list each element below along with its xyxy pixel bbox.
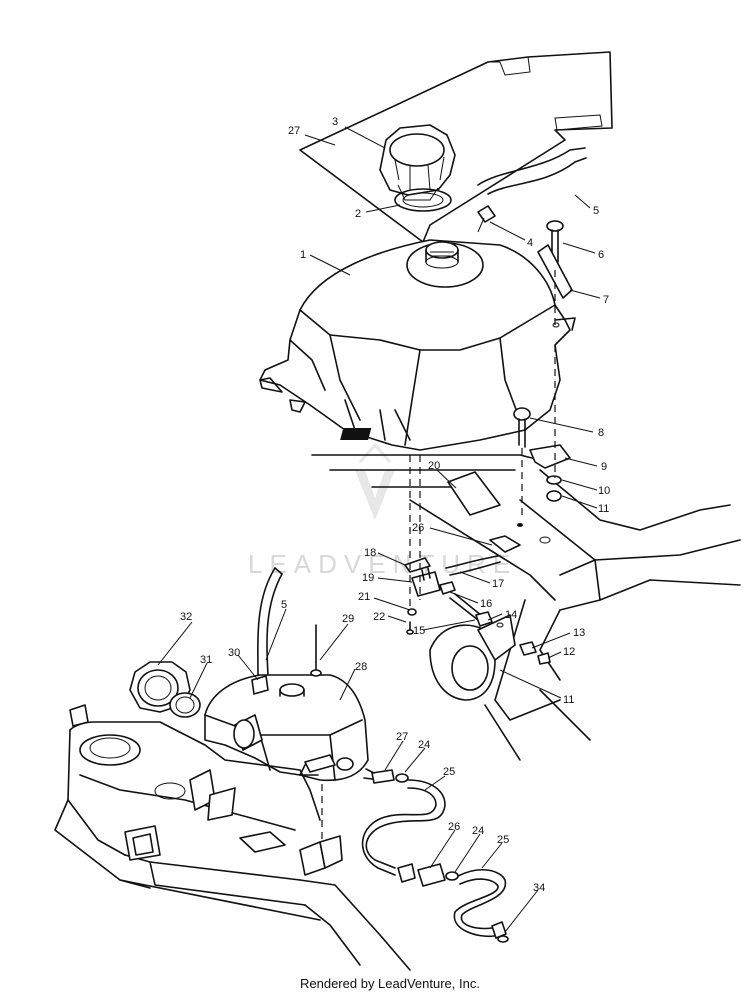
bolt-8 [513, 407, 531, 448]
callout-23: 22 [373, 611, 385, 623]
callout-7: 7 [603, 294, 609, 306]
vent-fitting [477, 205, 496, 223]
heat-shield-12 [429, 614, 516, 701]
clip-26-upper [489, 535, 521, 553]
fuel-valve-assembly [404, 555, 501, 635]
callout-12: 11 [563, 694, 574, 706]
callout-19: 18 [364, 547, 376, 559]
seat-plate [299, 51, 613, 243]
lower-crossmember [54, 704, 411, 971]
callout-14: 13 [573, 627, 585, 639]
bolt-6 [546, 220, 564, 263]
callout-24-a: 24 [418, 739, 430, 751]
callout-16: 15 [413, 625, 425, 637]
callout-21: 20 [428, 460, 440, 472]
callout-18: 17 [492, 578, 504, 590]
callout-30: 30 [228, 647, 240, 659]
callout-6: 6 [598, 249, 604, 261]
callout-3: 3 [332, 116, 338, 128]
callout-22: 21 [358, 591, 370, 603]
callout-25-a: 25 [443, 766, 455, 778]
tank-pad [340, 428, 372, 440]
callout-29: 29 [342, 613, 354, 625]
bracket-9 [529, 444, 571, 469]
watermark-text: LEADVENTURE [248, 549, 517, 579]
callout-17: 16 [480, 598, 492, 610]
bolt-13 [537, 652, 551, 665]
washer-10 [546, 475, 562, 485]
callout-9: 9 [601, 461, 607, 473]
cap-gasket [394, 188, 452, 212]
main-frame [311, 454, 741, 761]
pad-21 [447, 471, 501, 516]
callout-26-upper: 26 [412, 522, 424, 534]
leader-lines [157, 126, 601, 933]
callout-labels: 27 3 2 4 5 6 7 1 8 9 10 11 20 26 18 17 1… [180, 116, 610, 894]
callout-4: 4 [527, 237, 533, 249]
callout-10: 10 [598, 485, 610, 497]
callout-5-upper: 5 [593, 205, 599, 217]
callout-5-lower: 5 [281, 599, 287, 611]
reserve-tank-28 [204, 674, 369, 782]
fuel-line-lower [361, 768, 509, 943]
callout-2: 2 [355, 208, 361, 220]
callout-25-b: 25 [497, 834, 509, 846]
callout-11: 11 [598, 503, 609, 515]
callout-32: 32 [180, 611, 192, 623]
clamp-14 [519, 641, 537, 656]
callout-15: 14 [505, 609, 517, 621]
fuel-tank [259, 239, 576, 451]
reserve-gasket-31 [169, 692, 201, 718]
callout-34: 34 [533, 882, 545, 894]
vent-hose-lower [251, 567, 283, 695]
callout-26-lower: 26 [448, 821, 460, 833]
callout-13: 12 [563, 646, 575, 658]
callout-20: 19 [362, 572, 374, 584]
callout-24-b: 24 [472, 825, 484, 837]
callout-1: 1 [300, 249, 306, 261]
callout-27: 27 [396, 731, 408, 743]
callout-28: 28 [355, 661, 367, 673]
fuel-cap [379, 124, 456, 201]
watermark-logo [355, 442, 395, 520]
callout-31: 31 [200, 654, 212, 666]
vent-hose-upper [477, 147, 586, 186]
nut-11 [546, 490, 562, 502]
callout-8: 8 [598, 427, 604, 439]
footer-credit: Rendered by LeadVenture, Inc. [300, 976, 480, 991]
callout-33: 27 [288, 125, 300, 137]
